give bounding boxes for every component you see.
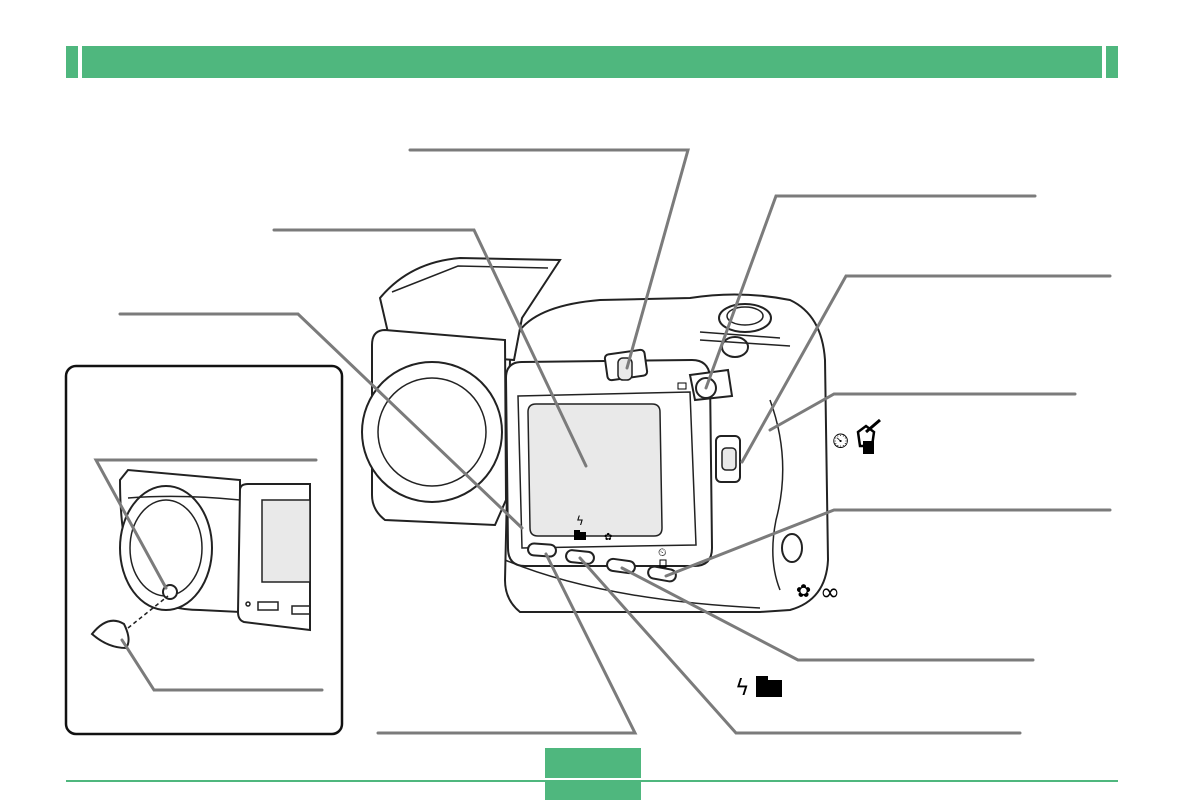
callout-line-5 [740, 274, 1112, 464]
page-tab-top [545, 748, 641, 778]
callout-line-11 [93, 458, 318, 590]
callout-lines [93, 148, 1112, 735]
folder-icon-small [574, 530, 586, 540]
callout-line-3 [118, 312, 524, 530]
callout-line-8 [620, 566, 1035, 662]
camera-body [361, 256, 830, 613]
folder-icon [756, 676, 782, 697]
footer-rule [66, 780, 1118, 782]
callout-line-10 [376, 552, 638, 735]
callout-line-1 [408, 148, 690, 370]
callout-line-2 [272, 228, 588, 468]
infinity-icon: ∞ [820, 578, 840, 606]
callout-line-12 [120, 638, 324, 692]
self-timer-icon-small: ⏲ [658, 546, 667, 559]
page-tab-bottom [545, 782, 641, 800]
protect-delete-icon-small [659, 559, 667, 568]
page-number-tab [545, 748, 641, 800]
macro-icon-small: ✿ [604, 532, 613, 543]
callout-line-9 [578, 556, 1022, 735]
callout-line-6 [768, 392, 1077, 432]
flash-icon: ϟ [735, 676, 750, 701]
protect-delete-icon [856, 418, 881, 454]
callout-line-4 [704, 194, 1037, 390]
macro-icon: ✿ [796, 581, 812, 602]
self-timer-icon: ⏲ [832, 429, 850, 454]
zoom-wide-icon [677, 382, 687, 390]
callout-line-7 [664, 508, 1112, 578]
header-bar-left-cap [66, 46, 78, 78]
lens-cap-inset [64, 364, 344, 736]
flash-icon-small: ϟ [576, 514, 584, 528]
header-bar-main [82, 46, 1102, 78]
header-bar [66, 46, 1118, 78]
header-bar-right-cap [1106, 46, 1118, 78]
